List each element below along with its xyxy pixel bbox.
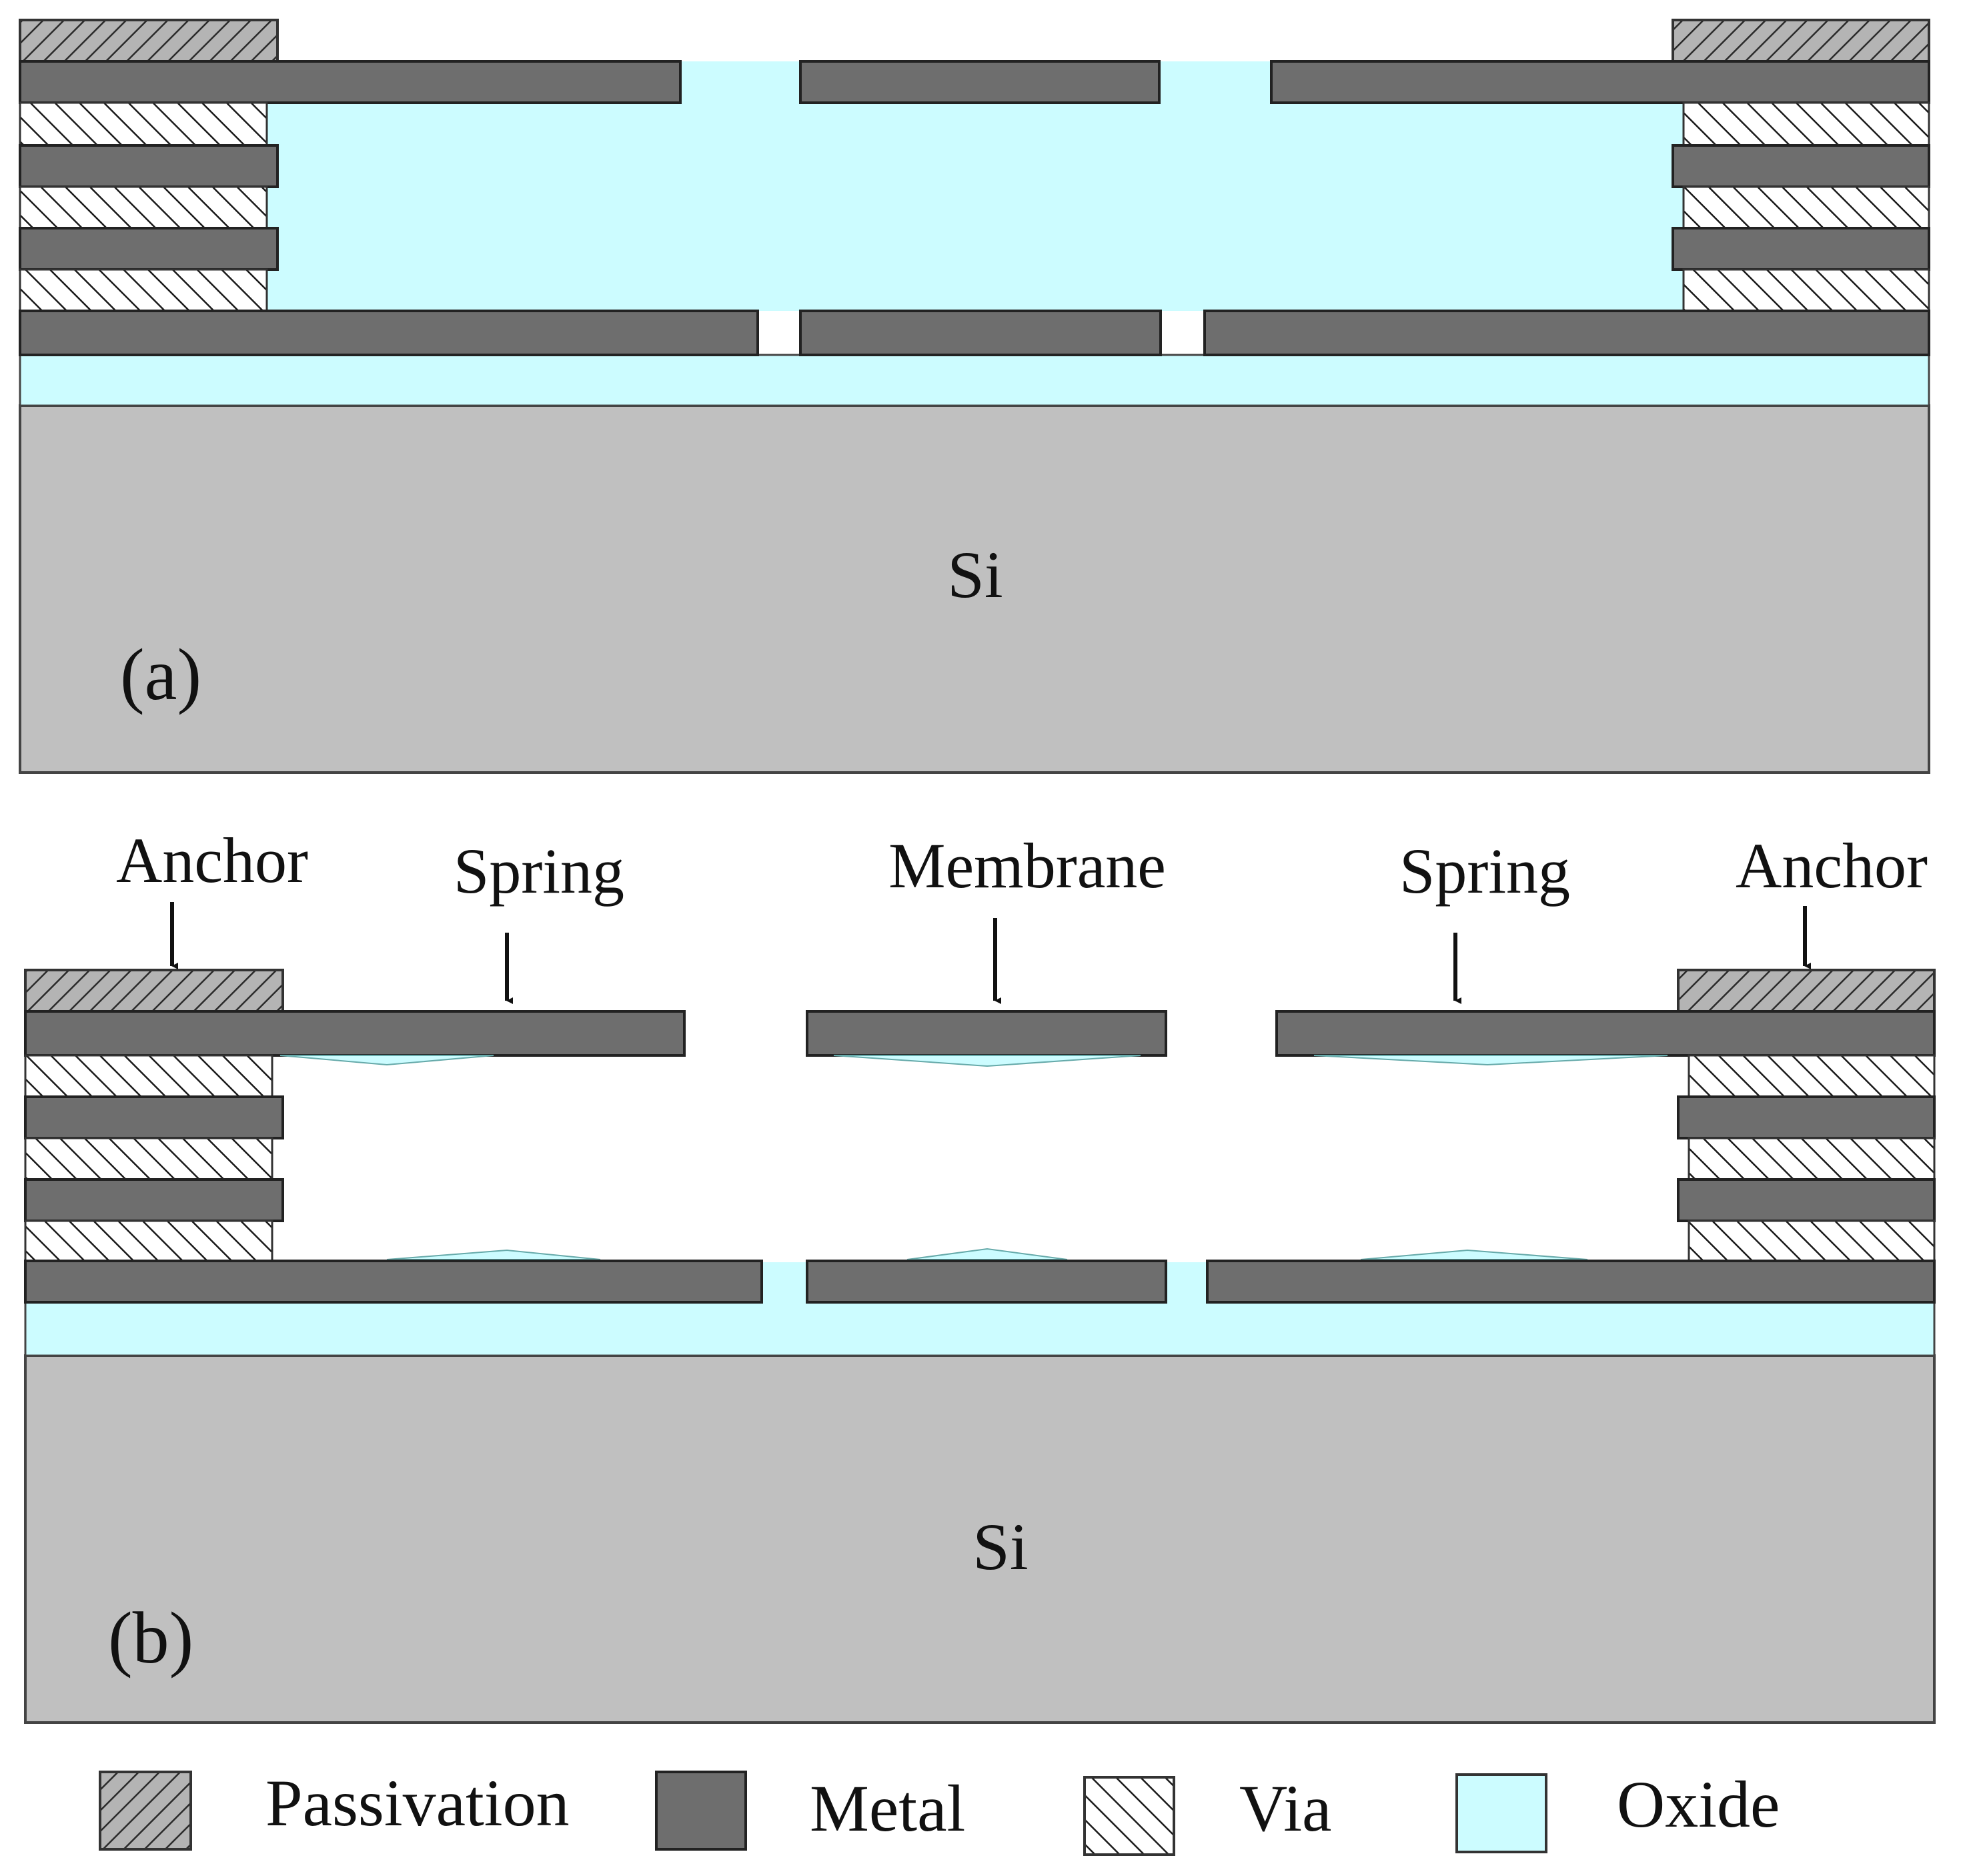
oxide-gap-fill-left-b [762,1262,807,1304]
anchor-right-label: Anchor [1736,830,1928,901]
oxide-base-b [24,1301,1936,1357]
right-stack-a [1672,101,1930,312]
passivation-right-a [1672,19,1930,63]
legend-passivation-swatch [99,1771,192,1851]
left-stack-a [19,101,279,312]
substrate-a [19,404,1930,774]
substrate-b [24,1354,1936,1724]
legend: Passivation Metal Via Oxide [99,1766,1780,1856]
top-metal-center-a [799,60,1161,104]
legend-metal-swatch [655,1771,747,1851]
substrate-label-a: Si [947,538,1003,612]
passivation-left-b [24,969,284,1013]
legend-oxide-swatch [1455,1773,1547,1853]
bottom-metal-center-b [806,1260,1167,1304]
legend-oxide-label: Oxide [1617,1767,1780,1841]
legend-via-label: Via [1239,1771,1331,1845]
right-stack-b [1677,1054,1936,1262]
spring-right-label: Spring [1399,835,1570,907]
oxide-sacrificial-a [267,101,1684,311]
legend-passivation-label: Passivation [265,1766,570,1840]
substrate-label-b: Si [972,1510,1028,1584]
bottom-metal-center-a [799,310,1162,356]
legend-via-swatch [1083,1776,1175,1856]
top-metal-left-a [19,60,682,104]
bottom-metal-right-b [1206,1260,1936,1304]
oxide-gap-left-a [680,61,800,103]
panel-label-b: (b) [108,1597,193,1679]
spring-right-b [1275,1010,1936,1057]
top-metal-right-a [1270,60,1930,104]
left-stack-b [24,1054,284,1262]
bottom-metal-left-b [24,1260,763,1304]
passivation-left-a [19,19,279,63]
oxide-residue-b [279,1055,1668,1260]
bottom-metal-right-a [1203,310,1930,356]
oxide-gap-fill-right-b [1166,1262,1207,1304]
panel-label-a: (a) [120,634,201,715]
panel-b: Si (b) Anchor Spring Membrane Spring Anc… [24,825,1936,1724]
membrane-b [806,1010,1167,1057]
anchor-left-label: Anchor [116,825,308,896]
passivation-right-b [1677,969,1936,1013]
legend-metal-label: Metal [810,1771,965,1845]
oxide-base-a [19,354,1930,407]
bottom-metal-left-a [19,310,759,356]
panel-a: Si (a) [19,19,1930,774]
membrane-label: Membrane [888,830,1166,901]
oxide-gap-right-a [1159,61,1271,103]
spring-left-label: Spring [454,835,624,907]
spring-left-b [24,1010,686,1057]
